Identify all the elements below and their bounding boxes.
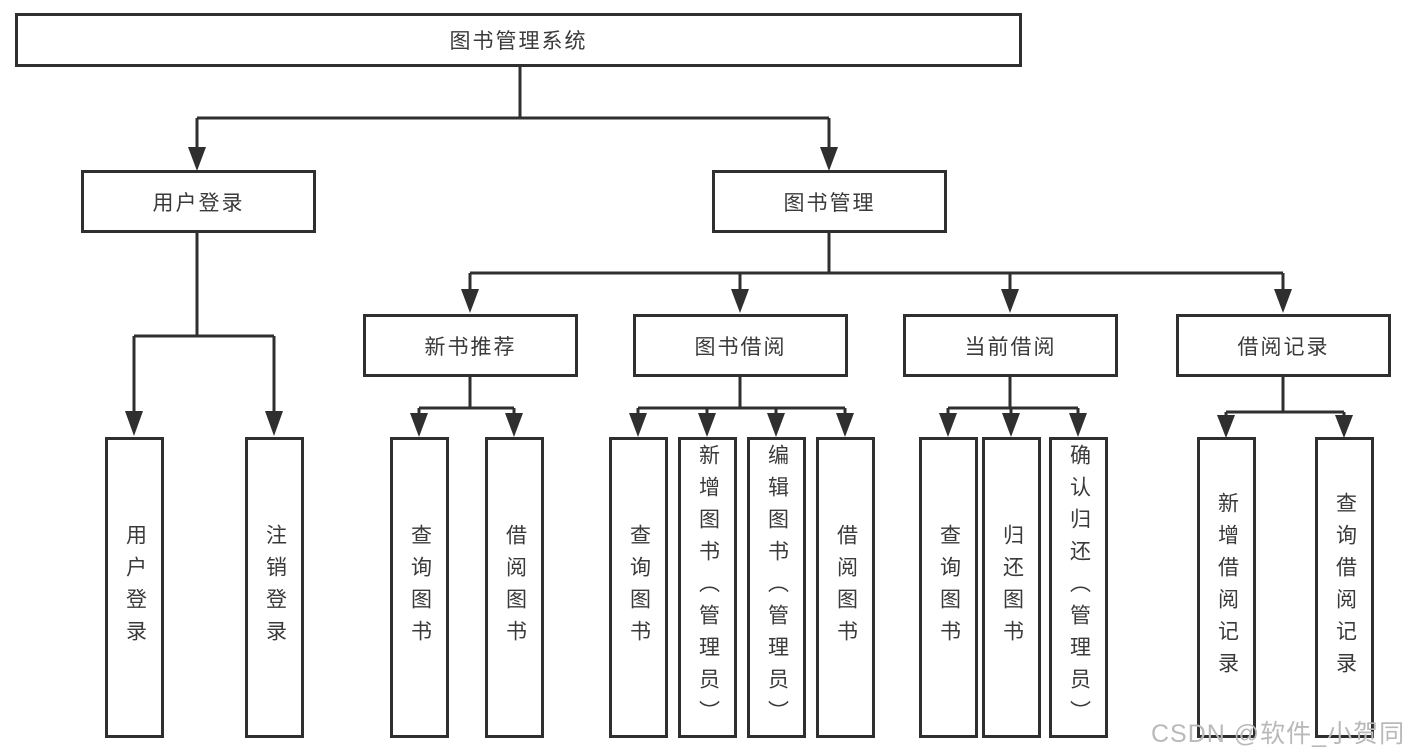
node-current-borrow-label: 当前借阅 <box>964 335 1057 359</box>
arrow-down-icon <box>836 413 854 437</box>
connector-new-book-recommend <box>417 377 516 416</box>
leaf-add-book-admin: 新增图书（管理员） <box>678 437 737 738</box>
arrow-down-icon <box>410 413 428 437</box>
node-new-book-recommend: 新书推荐 <box>363 314 578 377</box>
arrow-down-icon <box>1001 289 1019 313</box>
arrow-down-icon <box>939 413 957 437</box>
leaf-query-books-recommend: 查询图书 <box>390 437 449 738</box>
csdn-watermark: CSDN @软件_小贺同学 <box>1151 720 1405 747</box>
leaf-borrow-books-recommend-label: 借阅图书 <box>503 523 527 652</box>
leaf-query-books-current: 查询图书 <box>919 437 978 738</box>
leaf-borrow-books-borrow: 借阅图书 <box>816 437 875 738</box>
node-book-borrow: 图书借阅 <box>633 314 848 377</box>
node-root-label: 图书管理系统 <box>449 30 588 53</box>
leaf-borrow-books-recommend: 借阅图书 <box>485 437 544 738</box>
arrow-down-icon <box>1217 415 1235 438</box>
connector-book-borrow <box>636 377 847 416</box>
arrow-down-icon <box>731 289 749 313</box>
node-book-management: 图书管理 <box>712 170 947 233</box>
arrow-down-icon <box>1335 415 1353 438</box>
node-borrow-records-label: 借阅记录 <box>1237 335 1330 359</box>
node-book-management-label: 图书管理 <box>783 191 876 215</box>
connector-current-borrow <box>946 377 1080 416</box>
leaf-return-books: 归还图书 <box>982 437 1041 738</box>
connector-user-login <box>132 233 276 414</box>
leaf-edit-book-admin-label: 编辑图书（管理员） <box>765 443 789 732</box>
arrow-down-icon <box>767 413 785 437</box>
leaf-confirm-return-admin-label: 确认归还（管理员） <box>1067 443 1091 732</box>
leaf-confirm-return-admin: 确认归还（管理员） <box>1049 437 1108 738</box>
arrow-down-icon <box>1002 413 1020 437</box>
leaf-query-books-recommend-label: 查询图书 <box>408 523 432 652</box>
arrow-down-icon <box>461 289 479 313</box>
leaf-user-login-label: 用户登录 <box>123 523 147 652</box>
leaf-logout-label: 注销登录 <box>263 523 287 652</box>
arrow-down-icon <box>1069 413 1087 437</box>
connector-borrow-records <box>1224 377 1346 418</box>
leaf-logout: 注销登录 <box>245 437 304 738</box>
leaf-add-book-admin-label: 新增图书（管理员） <box>696 443 720 732</box>
leaf-add-borrow-record-label: 新增借阅记录 <box>1215 491 1239 684</box>
leaf-query-books-borrow-label: 查询图书 <box>627 523 651 652</box>
arrow-down-icon <box>188 147 206 171</box>
node-borrow-records: 借阅记录 <box>1176 314 1391 377</box>
connector-strokes <box>132 66 1346 418</box>
leaf-query-books-current-label: 查询图书 <box>937 523 961 652</box>
connector-root <box>195 66 831 150</box>
node-current-borrow: 当前借阅 <box>903 314 1118 377</box>
arrow-down-icon <box>505 413 523 437</box>
leaf-query-books-borrow: 查询图书 <box>609 437 668 738</box>
leaf-user-login: 用户登录 <box>105 437 164 738</box>
leaf-borrow-books-borrow-label: 借阅图书 <box>834 523 858 652</box>
leaf-query-borrow-record-label: 查询借阅记录 <box>1333 491 1357 684</box>
leaf-query-borrow-record: 查询借阅记录 <box>1315 437 1374 738</box>
node-root: 图书管理系统 <box>15 13 1022 67</box>
node-user-login-label: 用户登录 <box>152 191 245 215</box>
arrow-down-icon <box>125 411 143 436</box>
arrow-down-icon <box>698 413 716 437</box>
arrow-down-icon <box>629 413 647 437</box>
node-book-borrow-label: 图书借阅 <box>694 335 787 359</box>
arrowheads <box>125 147 1353 438</box>
node-new-book-recommend-label: 新书推荐 <box>424 335 517 359</box>
leaf-return-books-label: 归还图书 <box>1000 523 1024 652</box>
arrow-down-icon <box>265 411 283 436</box>
leaf-add-borrow-record: 新增借阅记录 <box>1197 437 1256 738</box>
node-user-login: 用户登录 <box>81 170 316 233</box>
connector-book-management <box>468 233 1285 290</box>
arrow-down-icon <box>820 147 838 171</box>
leaf-edit-book-admin: 编辑图书（管理员） <box>747 437 806 738</box>
arrow-down-icon <box>1274 289 1292 313</box>
